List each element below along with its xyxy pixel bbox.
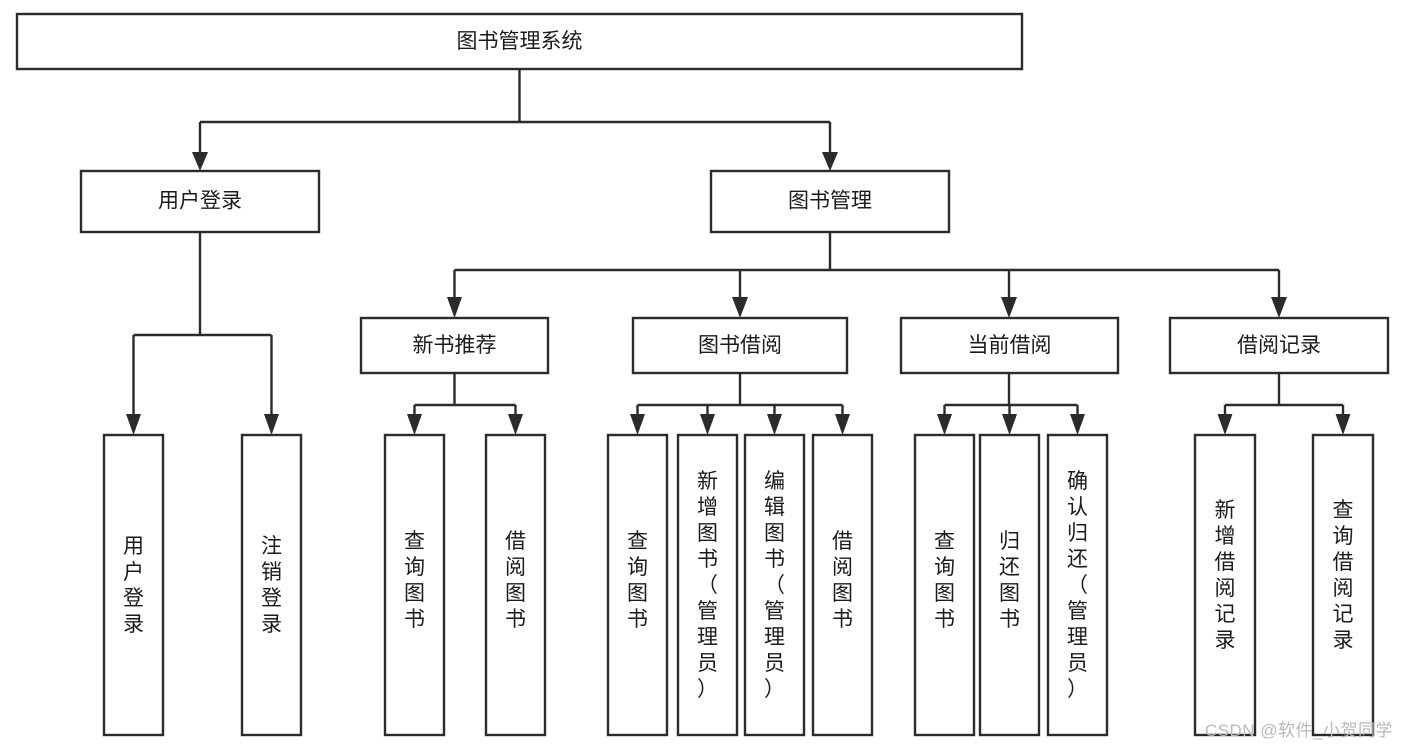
node-leaf-query-book-1-box[interactable] [383, 433, 446, 737]
arrowhead-leaf-borrow-book-1 [508, 414, 523, 435]
node-leaf-user-login-label: 用户登录 [123, 535, 144, 636]
arrowhead-new-book-recommend [447, 297, 462, 318]
node-leaf-query-book-3-box[interactable] [913, 433, 976, 737]
node-borrow-record-label: 借阅记录 [1237, 334, 1321, 357]
node-leaf-edit-book[interactable]: 编辑图书（管理员） [743, 433, 806, 737]
node-leaf-edit-book-box[interactable] [743, 433, 806, 737]
leaf-nodes-layer: 用户登录 注销登录 查询图书 借阅图书 查询图书 新增图书（管理员） [102, 433, 1375, 737]
node-book-manage[interactable]: 图书管理 [709, 169, 951, 234]
arrowhead-leaf-query-book-3 [937, 414, 952, 435]
node-root[interactable]: 图书管理系统 [15, 12, 1024, 71]
arrowhead-leaf-confirm-return [1070, 414, 1085, 435]
node-book-borrow[interactable]: 图书借阅 [631, 316, 849, 375]
node-leaf-return-book-label: 归还图书 [999, 530, 1020, 631]
arrowhead-current-borrow [1001, 297, 1017, 318]
node-leaf-query-book-3-label: 查询图书 [934, 530, 955, 631]
node-book-borrow-label: 图书借阅 [698, 334, 782, 357]
node-book-manage-box[interactable] [709, 169, 951, 234]
arrowhead-user-login [192, 152, 208, 171]
node-borrow-record[interactable]: 借阅记录 [1168, 316, 1390, 375]
node-leaf-borrow-book-1-label: 借阅图书 [505, 530, 526, 631]
node-leaf-confirm-return-label: 确认归还（管理员） [1067, 470, 1088, 701]
node-leaf-add-book-label: 新增图书（管理员） [697, 470, 718, 701]
node-user-login-box[interactable] [79, 169, 321, 234]
node-leaf-query-book-1-label: 查询图书 [404, 530, 425, 631]
node-new-book-recommend-box[interactable] [359, 316, 550, 375]
node-user-login[interactable]: 用户登录 [79, 169, 321, 234]
arrowhead-leaf-borrow-book-2 [835, 414, 850, 435]
node-new-book-recommend[interactable]: 新书推荐 [359, 316, 550, 375]
node-leaf-user-logout-label: 注销登录 [261, 535, 282, 636]
node-current-borrow-box[interactable] [899, 316, 1120, 375]
node-book-borrow-box[interactable] [631, 316, 849, 375]
arrowhead-borrow-record [1271, 297, 1287, 318]
node-leaf-user-logout-box[interactable] [240, 433, 303, 737]
arrowhead-leaf-return-book [1002, 414, 1017, 435]
node-root-box[interactable] [15, 12, 1024, 71]
node-leaf-user-login-box[interactable] [102, 433, 165, 737]
node-leaf-add-book[interactable]: 新增图书（管理员） [676, 433, 739, 737]
node-leaf-confirm-return[interactable]: 确认归还（管理员） [1046, 433, 1109, 737]
node-borrow-record-box[interactable] [1168, 316, 1390, 375]
node-leaf-confirm-return-box[interactable] [1046, 433, 1109, 737]
node-leaf-query-record[interactable]: 查询借阅记录 [1311, 433, 1375, 737]
node-leaf-borrow-book-1[interactable]: 借阅图书 [484, 433, 547, 737]
node-user-login-label: 用户登录 [158, 190, 242, 213]
node-leaf-add-book-box[interactable] [676, 433, 739, 737]
node-leaf-add-record-box[interactable] [1193, 433, 1257, 737]
node-leaf-borrow-book-2-label: 借阅图书 [832, 530, 853, 631]
connector-group-new-book-recommend [407, 373, 523, 435]
connector-group-book-manage [447, 232, 1287, 318]
arrowhead-leaf-user-logout [264, 414, 279, 435]
arrowhead-leaf-query-book-1 [407, 414, 422, 435]
arrowhead-book-borrow [732, 297, 748, 318]
node-leaf-return-book[interactable]: 归还图书 [978, 433, 1041, 737]
connector-group-book-borrow [630, 373, 850, 435]
node-leaf-query-book-2-box[interactable] [606, 433, 669, 737]
node-leaf-query-book-3[interactable]: 查询图书 [913, 433, 976, 737]
arrowhead-leaf-edit-book [767, 414, 782, 435]
node-new-book-recommend-label: 新书推荐 [413, 334, 497, 357]
node-leaf-borrow-book-2-box[interactable] [811, 433, 874, 737]
node-book-manage-label: 图书管理 [788, 190, 872, 213]
node-current-borrow-label: 当前借阅 [968, 334, 1052, 357]
node-leaf-add-record-label: 新增借阅记录 [1215, 499, 1236, 652]
node-leaf-query-record-box[interactable] [1311, 433, 1375, 737]
arrowhead-leaf-add-record [1217, 414, 1233, 435]
node-current-borrow[interactable]: 当前借阅 [899, 316, 1120, 375]
node-leaf-query-record-label: 查询借阅记录 [1333, 499, 1354, 652]
arrowhead-book-manage [822, 152, 838, 171]
node-leaf-user-logout[interactable]: 注销登录 [240, 433, 303, 737]
arrowhead-leaf-add-book [700, 414, 715, 435]
node-leaf-return-book-box[interactable] [978, 433, 1041, 737]
connector-group-user-login [126, 232, 279, 435]
node-leaf-query-book-2-label: 查询图书 [627, 530, 648, 631]
node-leaf-borrow-book-2[interactable]: 借阅图书 [811, 433, 874, 737]
node-leaf-borrow-book-1-box[interactable] [484, 433, 547, 737]
node-root-label: 图书管理系统 [457, 30, 583, 53]
arrowhead-leaf-query-book-2 [630, 414, 645, 435]
node-leaf-user-login[interactable]: 用户登录 [102, 433, 165, 737]
node-leaf-query-book-2[interactable]: 查询图书 [606, 433, 669, 737]
connector-group-current-borrow [937, 373, 1085, 435]
arrowhead-leaf-query-record [1335, 414, 1351, 435]
csdn-watermark: CSDN @软件_小贺同学 [1204, 721, 1393, 740]
arrowhead-leaf-user-login [126, 414, 141, 435]
node-leaf-add-record[interactable]: 新增借阅记录 [1193, 433, 1257, 737]
connector-group-borrow-record [1217, 373, 1351, 435]
node-leaf-edit-book-label: 编辑图书（管理员） [764, 470, 785, 701]
node-leaf-query-book-1[interactable]: 查询图书 [383, 433, 446, 737]
